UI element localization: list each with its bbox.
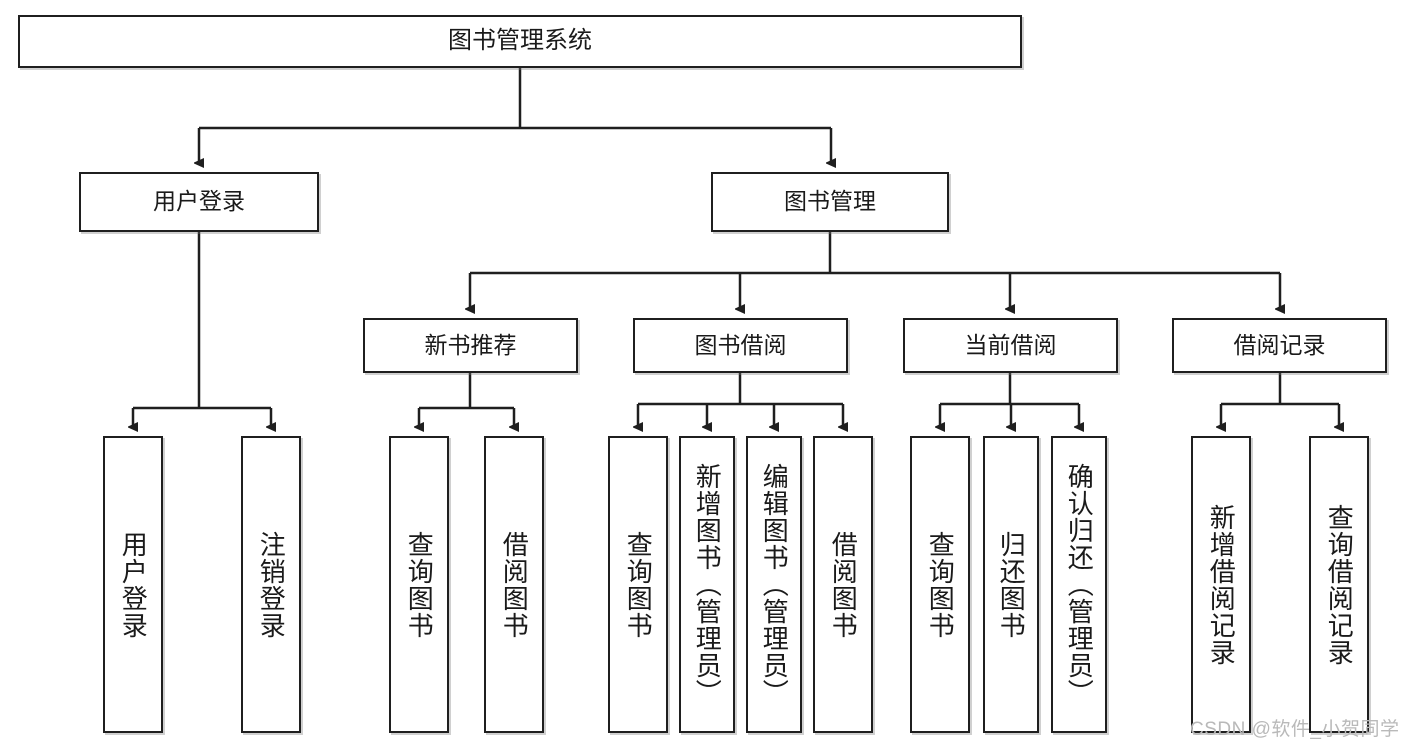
node-borrow-record-label: 借阅记录 [1233,331,1326,358]
leaf-query-book-2-label: 查询图书 [623,530,654,639]
leaf-query-book-3[interactable]: 查询图书 [910,436,970,733]
leaf-borrow-book-1-label: 借阅图书 [499,530,530,639]
leaf-edit-book[interactable]: 编辑图书（管理员） [746,436,802,733]
leaf-query-book-1-label: 查询图书 [404,530,435,639]
leaf-add-record[interactable]: 新增借阅记录 [1191,436,1251,733]
leaf-query-book-2[interactable]: 查询图书 [608,436,668,733]
node-book-manage[interactable]: 图书管理 [711,172,949,232]
leaf-confirm-return-label: 确认归还（管理员） [1064,463,1095,706]
leaf-add-book[interactable]: 新增图书（管理员） [679,436,735,733]
leaf-query-record-label: 查询借阅记录 [1324,503,1355,666]
node-root-label: 图书管理系统 [448,27,592,55]
leaf-add-record-label: 新增借阅记录 [1206,503,1237,666]
node-root[interactable]: 图书管理系统 [18,15,1022,68]
node-user-login[interactable]: 用户登录 [79,172,319,232]
leaf-confirm-return[interactable]: 确认归还（管理员） [1051,436,1107,733]
leaf-user-logout[interactable]: 注销登录 [241,436,301,733]
node-current-borrow-label: 当前借阅 [964,331,1057,358]
leaf-user-login-label: 用户登录 [118,530,149,639]
csdn-watermark: CSDN @软件_小贺同学 [1190,719,1400,740]
node-borrow-record[interactable]: 借阅记录 [1172,318,1387,373]
leaf-add-book-label: 新增图书（管理员） [692,463,723,706]
leaf-borrow-book-2[interactable]: 借阅图书 [813,436,873,733]
node-current-borrow[interactable]: 当前借阅 [903,318,1118,373]
leaf-user-logout-label: 注销登录 [256,530,287,639]
node-book-borrow-label: 图书借阅 [694,331,787,358]
node-new-book-recommend[interactable]: 新书推荐 [363,318,578,373]
leaf-borrow-book-1[interactable]: 借阅图书 [484,436,544,733]
node-book-borrow[interactable]: 图书借阅 [633,318,848,373]
leaf-user-login[interactable]: 用户登录 [103,436,163,733]
node-book-manage-label: 图书管理 [784,188,876,215]
leaf-edit-book-label: 编辑图书（管理员） [759,463,790,706]
leaf-borrow-book-2-label: 借阅图书 [828,530,859,639]
leaf-query-book-3-label: 查询图书 [925,530,956,639]
leaf-return-book-label: 归还图书 [996,530,1027,639]
node-user-login-label: 用户登录 [153,188,245,215]
node-new-book-recommend-label: 新书推荐 [424,331,517,358]
leaf-return-book[interactable]: 归还图书 [983,436,1039,733]
leaf-query-record[interactable]: 查询借阅记录 [1309,436,1369,733]
leaf-query-book-1[interactable]: 查询图书 [389,436,449,733]
